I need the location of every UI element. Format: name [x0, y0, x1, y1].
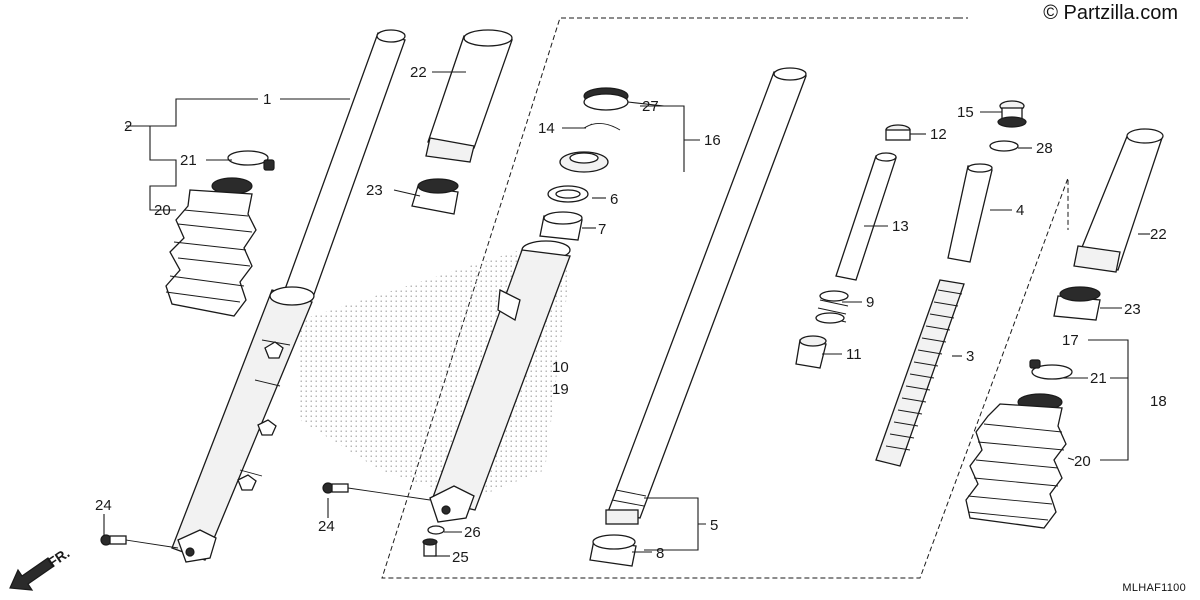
- callout-7: 7: [598, 221, 606, 238]
- diagram-code: MLHAF1100: [1122, 582, 1186, 594]
- callout-3: 3: [966, 348, 974, 365]
- spring-collar-4: [947, 163, 993, 263]
- callout-5: 5: [710, 517, 718, 534]
- slider-bushing-7: [539, 211, 583, 241]
- callout-9: 9: [866, 294, 874, 311]
- callout-1: 1: [263, 91, 271, 108]
- piston-ring-12: [885, 124, 911, 141]
- stopper-ring-14: [583, 123, 621, 131]
- callout-19: 19: [552, 381, 569, 398]
- bolt-15: [997, 100, 1027, 128]
- fork-tube-assembly-left: [171, 29, 406, 563]
- callout-8: 8: [656, 545, 664, 562]
- callout-numbers: 1 2 21 20 22 23 24 24 26 25 27 14 16 6 7…: [45, 64, 1167, 570]
- callout-17: 17: [1062, 332, 1079, 349]
- callout-11: 11: [846, 346, 862, 363]
- bolt-middle: [322, 482, 349, 494]
- callout-2: 2: [124, 118, 132, 135]
- callout-21-left: 21: [180, 152, 197, 169]
- dust-boot-right: [965, 393, 1067, 529]
- callout-27: 27: [642, 98, 659, 115]
- bolt-left: [100, 534, 127, 546]
- callout-24-left: 24: [95, 497, 112, 514]
- watermark: © Partzilla.com: [1043, 2, 1178, 24]
- leader-lines: [103, 71, 1150, 557]
- oil-seal-27: [583, 87, 629, 111]
- callout-22-left: 22: [410, 64, 427, 81]
- front-direction-arrow: [9, 557, 55, 591]
- callout-13: 13: [892, 218, 909, 235]
- callout-15: 15: [957, 104, 974, 121]
- dust-boot-left: [165, 177, 257, 317]
- guard-collar-right: [1053, 286, 1101, 321]
- bolt-25: [422, 538, 438, 557]
- back-up-ring-6: [547, 185, 589, 203]
- callout-6: 6: [610, 191, 618, 208]
- callout-28: 28: [1036, 140, 1053, 157]
- callout-10: 10: [552, 359, 569, 376]
- fork-protector-left: [425, 29, 513, 163]
- band-clamp-right: [1029, 359, 1073, 380]
- oil-lock-piece-11: [795, 335, 827, 369]
- seal-16: [559, 151, 609, 173]
- callout-12: 12: [930, 126, 947, 143]
- damper-rod-13: [835, 152, 897, 281]
- o-ring-28: [989, 140, 1019, 152]
- fork-slider-middle: [429, 240, 571, 523]
- callout-23-right: 23: [1124, 301, 1141, 318]
- fork-pipe-5: [605, 67, 807, 525]
- guide-bushing-8: [589, 534, 637, 567]
- callout-23-left: 23: [366, 182, 383, 199]
- callout-18: 18: [1150, 393, 1167, 410]
- callout-20-left: 20: [154, 202, 171, 219]
- callout-14: 14: [538, 120, 555, 137]
- callout-24-mid: 24: [318, 518, 335, 535]
- callout-21-right: 21: [1090, 370, 1107, 387]
- callout-25: 25: [452, 549, 469, 566]
- fork-spring-3: [875, 279, 965, 467]
- callout-26: 26: [464, 524, 481, 541]
- rebound-spring-9: [815, 290, 849, 324]
- washer-26: [427, 525, 445, 535]
- callout-4: 4: [1016, 202, 1024, 219]
- fork-protector-right: [1073, 128, 1164, 273]
- callout-16: 16: [704, 132, 721, 149]
- guard-collar-left: [411, 178, 459, 215]
- assembly-frame: [381, 17, 1069, 579]
- callout-22-right: 22: [1150, 226, 1167, 243]
- band-clamp-left: [227, 150, 275, 171]
- callout-20-right: 20: [1074, 453, 1091, 470]
